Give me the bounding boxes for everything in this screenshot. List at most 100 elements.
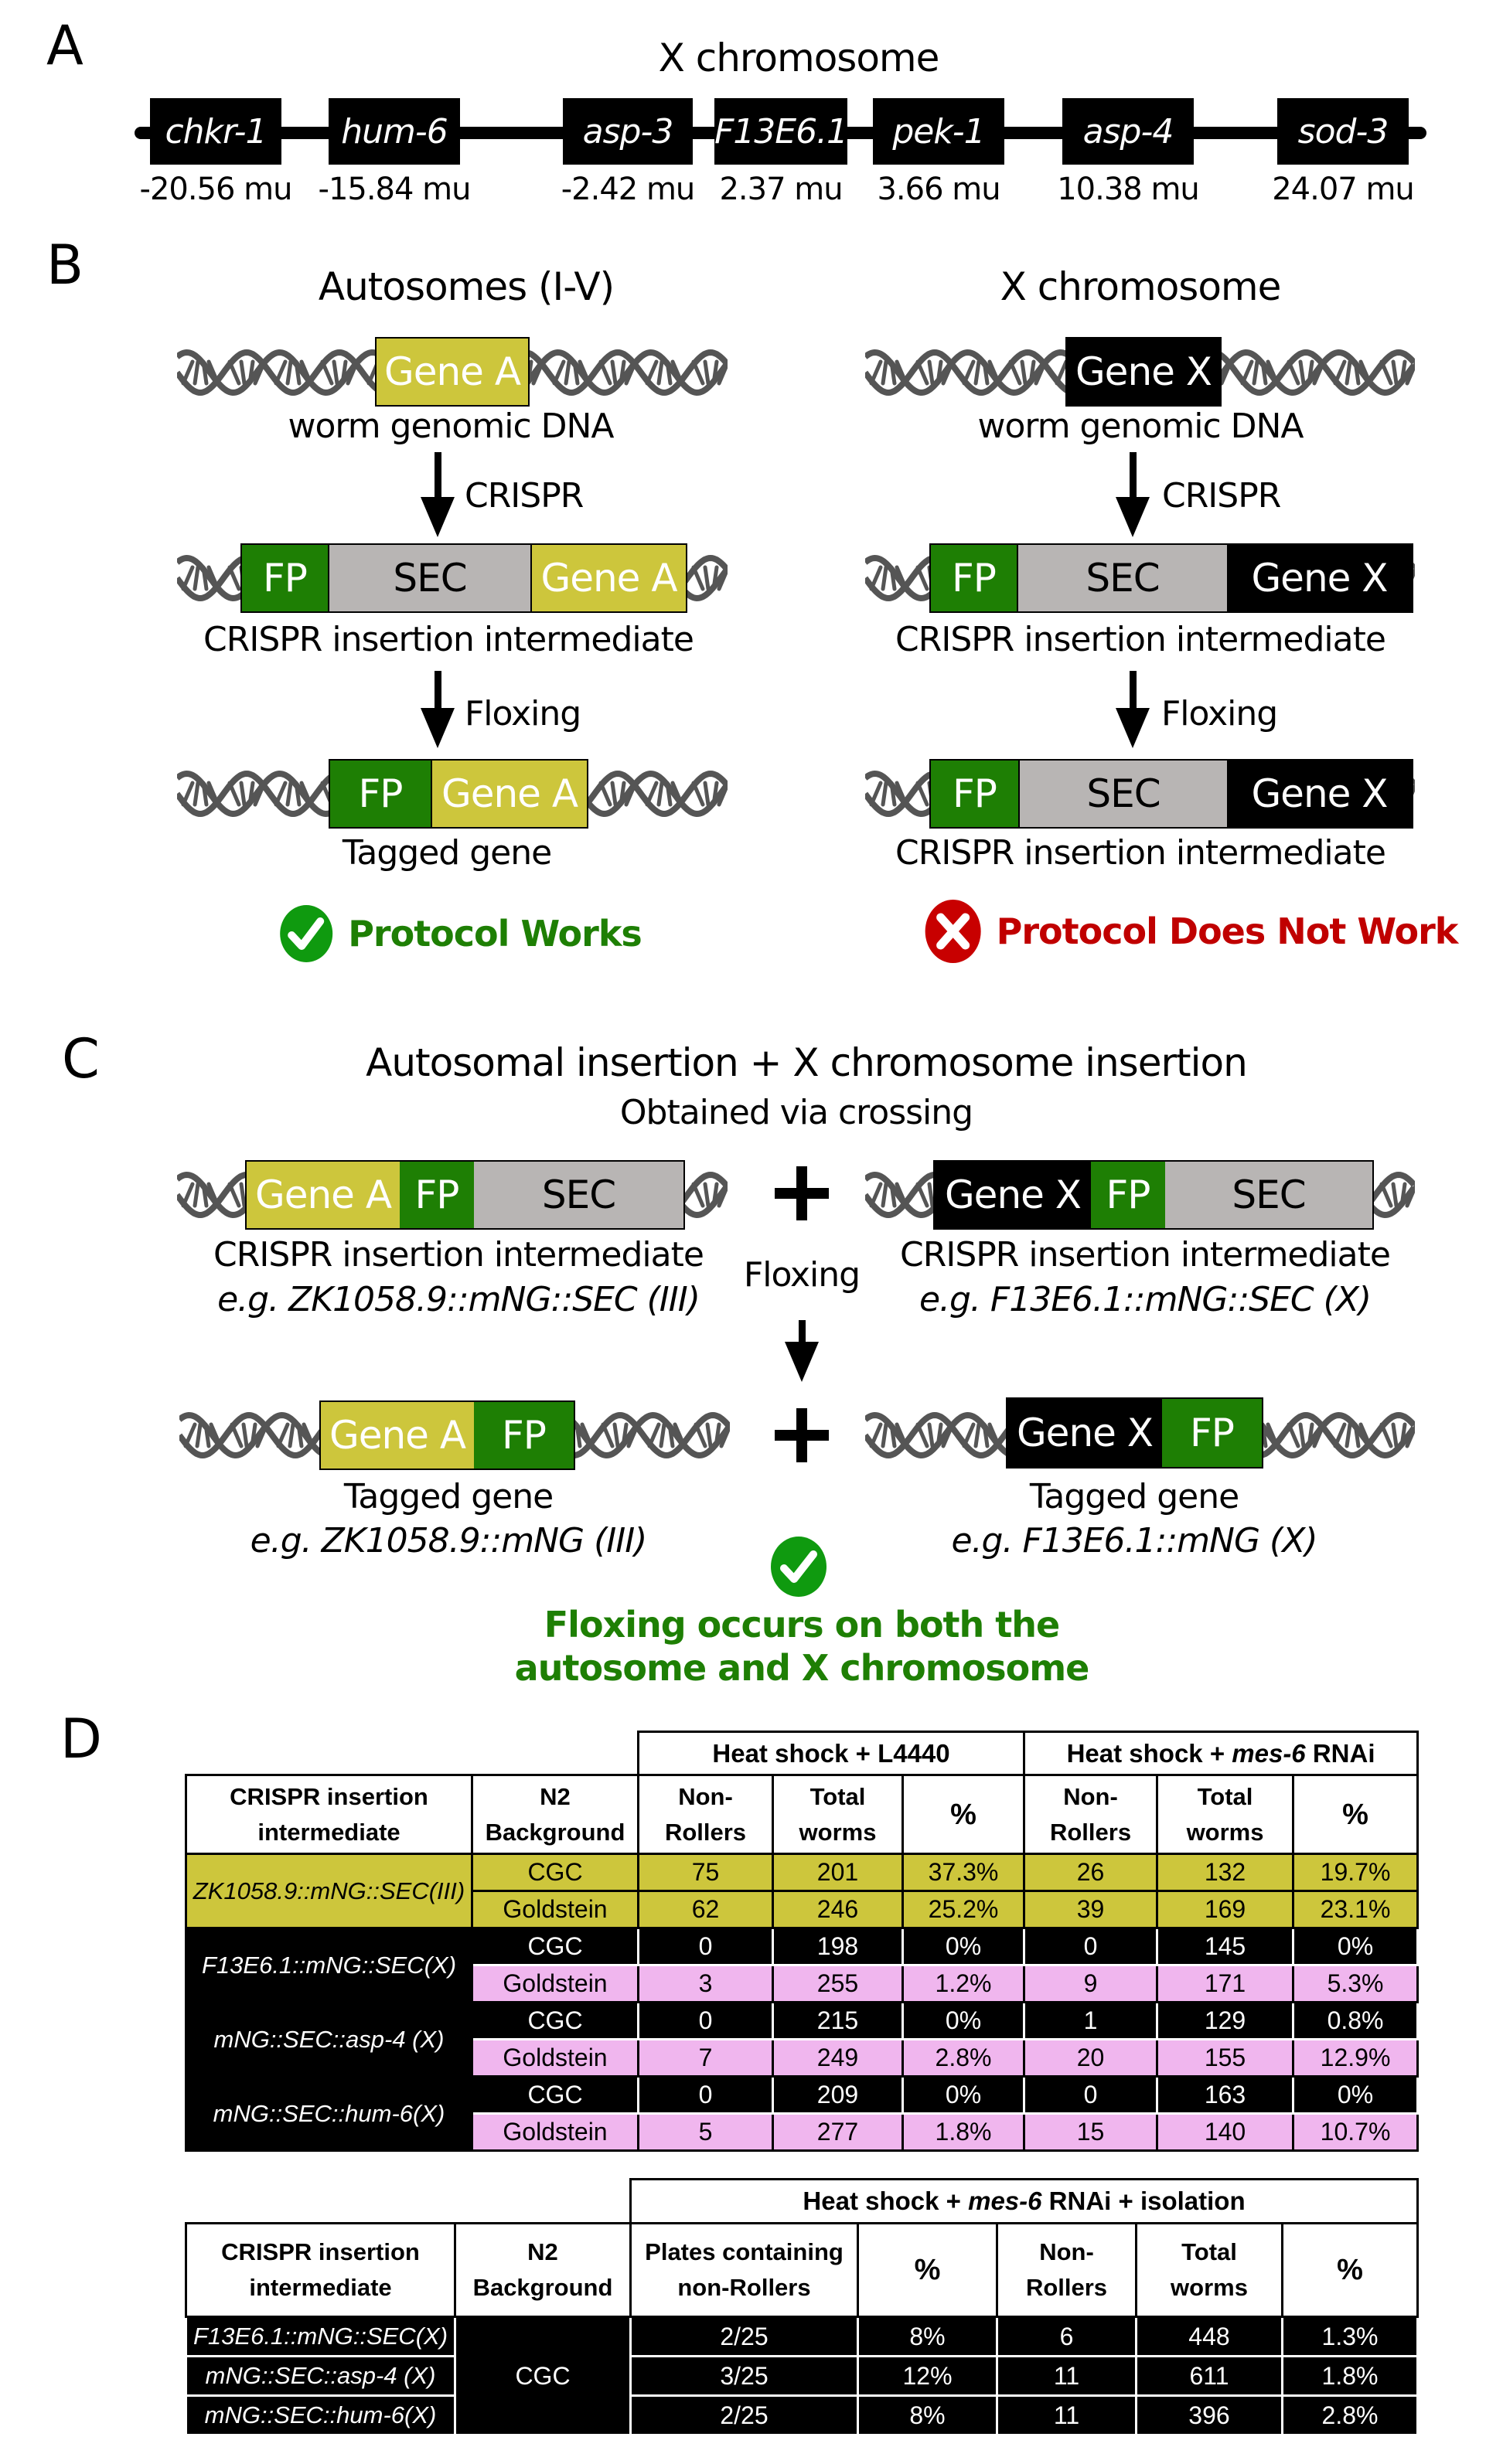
tagged-gene-example: e.g. F13E6.1::mNG (X) [951, 1521, 1317, 1560]
gene-map-position: 3.66 mu [877, 172, 1000, 207]
intermediate-caption: CRISPR insertion intermediate [895, 833, 1386, 873]
cell-m-pct: 0% [1292, 1927, 1420, 1966]
cell-l-pct: 0% [901, 2001, 1026, 2040]
cell-total: 396 [1135, 2394, 1283, 2436]
plus-icon [775, 1166, 829, 1220]
intermediate-caption: CRISPR insertion intermediate [900, 1235, 1391, 1275]
cell-bg: CGC [471, 2001, 639, 2040]
sec-segment: SEC [328, 543, 530, 613]
fp-segment: FP [1091, 1160, 1165, 1230]
insertion-name-cell: mNG::SEC::asp-4 (X) [185, 2355, 456, 2397]
tagged-gene-example: e.g. ZK1058.9::mNG (III) [250, 1521, 648, 1560]
floxing-step-label: Floxing [743, 1255, 861, 1295]
conclusion-line-2: autosome and X chromosome [514, 1647, 1090, 1689]
intermediate-caption: CRISPR insertion intermediate [895, 620, 1386, 659]
gene-x-segment: Gene X [933, 1160, 1091, 1230]
insertion-name-cell: mNG::SEC::asp-4 (X) [185, 2001, 473, 2078]
floxing-step-label: Floxing [1161, 694, 1278, 733]
cell-m-non: 15 [1023, 2112, 1159, 2152]
col-header-nonrollers: Non-Rollers [996, 2222, 1137, 2318]
col-header-nonrollers: Non-Rollers [1023, 1774, 1159, 1855]
gene-x-segment: Gene X [1227, 543, 1413, 613]
cell-m-non: 0 [1023, 2075, 1159, 2115]
protocol-fails-status: Protocol Does Not Work [924, 898, 1458, 965]
cell-nonrollers: 11 [996, 2394, 1137, 2436]
gene-map-position: 2.37 mu [719, 172, 843, 207]
cell-bg: CGC [471, 2075, 639, 2115]
cell-total: 611 [1135, 2355, 1283, 2397]
isolation-results-table: Heat shock + mes-6 RNAi + isolation CRIS… [185, 2178, 1420, 2436]
gene-locus-box: asp-3 [563, 98, 693, 165]
cell-l-non: 3 [637, 1964, 774, 2003]
check-circle-icon [771, 1537, 827, 1597]
sec-segment: SEC [1165, 1160, 1374, 1230]
intermediate-caption: CRISPR insertion intermediate [203, 620, 694, 659]
cell-plates: 2/25 [629, 2316, 859, 2357]
floxing-step-label: Floxing [465, 694, 581, 733]
gene-map-position: 24.07 mu [1272, 172, 1415, 207]
insertion-name-cell: ZK1058.9::mNG::SEC(III) [185, 1853, 473, 1929]
fp-segment: FP [400, 1160, 474, 1230]
cell-bg: Goldstein [471, 1890, 639, 1929]
conclusion-line-1: Floxing occurs on both the [544, 1604, 1060, 1646]
cell-bg: Goldstein [471, 1964, 639, 2003]
gene-name-mes6: mes-6 [1232, 1738, 1306, 1768]
cell-l-total: 249 [772, 2038, 904, 2078]
chromosome-map-title: X chromosome [658, 36, 940, 80]
insertion-name-cell: mNG::SEC::hum-6(X) [185, 2394, 456, 2436]
gene-a-segment: Gene A [431, 759, 588, 829]
genomic-dna-caption: worm genomic DNA [977, 407, 1304, 446]
gene-map-position: -20.56 mu [139, 172, 293, 207]
crispr-step-label: CRISPR [465, 476, 584, 516]
cell-l-total: 277 [772, 2112, 904, 2152]
group-header-text: Heat shock + [1066, 1738, 1232, 1768]
cell-m-pct: 5.3% [1292, 1964, 1420, 2003]
cell-m-non: 26 [1023, 1853, 1159, 1892]
cell-plates-pct: 8% [857, 2316, 998, 2357]
gene-map-position: -2.42 mu [561, 172, 696, 207]
cell-m-pct: 0% [1292, 2075, 1420, 2115]
cell-pct: 2.8% [1280, 2394, 1420, 2436]
protocol-works-text: Protocol Works [348, 913, 642, 955]
cell-m-pct: 0.8% [1292, 2001, 1420, 2040]
x-chromosome-title: X chromosome [1000, 264, 1282, 309]
cell-m-pct: 23.1% [1292, 1890, 1420, 1929]
cell-bg: CGC [471, 1927, 639, 1966]
protocol-works-status: Protocol Works [278, 904, 642, 963]
cell-nonrollers: 11 [996, 2355, 1137, 2397]
intermediate-example: e.g. F13E6.1::mNG::SEC (X) [919, 1280, 1372, 1319]
cell-m-non: 1 [1023, 2001, 1159, 2040]
protocol-fails-text: Protocol Does Not Work [996, 910, 1459, 952]
cell-m-total: 163 [1156, 2075, 1295, 2115]
gene-map-position: 10.38 mu [1057, 172, 1200, 207]
panel-b-label: B [46, 233, 84, 297]
cell-m-total: 140 [1156, 2112, 1295, 2152]
cell-l-pct: 37.3% [901, 1853, 1026, 1892]
genomic-dna-caption: worm genomic DNA [288, 407, 614, 446]
cell-l-non: 0 [637, 1927, 774, 1966]
sec-segment: SEC [474, 1160, 685, 1230]
cell-l-pct: 1.2% [901, 1964, 1026, 2003]
cell-m-non: 39 [1023, 1890, 1159, 1929]
cell-total: 448 [1135, 2316, 1283, 2357]
cell-m-total: 155 [1156, 2038, 1295, 2078]
cell-m-total: 171 [1156, 1964, 1295, 2003]
fp-segment: FP [929, 543, 1017, 613]
cell-m-pct: 19.7% [1292, 1853, 1420, 1892]
cell-l-total: 201 [772, 1853, 904, 1892]
cell-bg: Goldstein [471, 2112, 639, 2152]
cell-m-total: 145 [1156, 1927, 1295, 1966]
tagged-gene-caption: Tagged gene [1029, 1477, 1239, 1516]
cell-m-pct: 12.9% [1292, 2038, 1420, 2078]
